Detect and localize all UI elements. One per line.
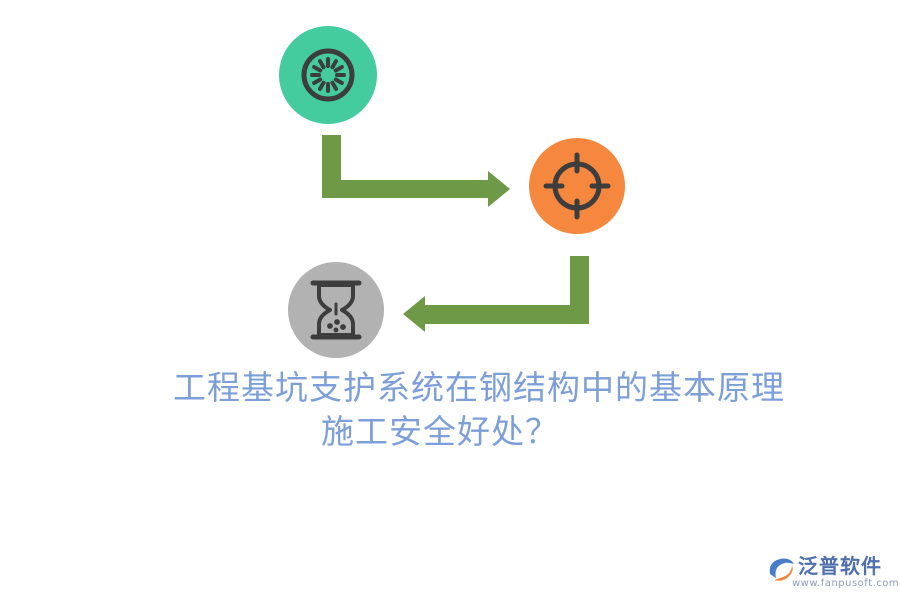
gear-spoke bbox=[312, 65, 323, 73]
hourglass-icon bbox=[310, 280, 362, 340]
node-3 bbox=[288, 262, 384, 358]
gear-spoke bbox=[330, 80, 338, 91]
arrowhead-right-icon bbox=[488, 171, 510, 207]
brand-watermark: 泛普软件 www.fanpusoft.com bbox=[764, 552, 900, 596]
node-2-circle bbox=[529, 138, 625, 234]
gear-icon bbox=[301, 48, 355, 102]
brand-name: 泛普软件 bbox=[798, 554, 882, 578]
diagram-title: 工程基坑支护系统在钢结构中的基本原理 施工安全好处？ bbox=[0, 366, 900, 454]
node-1 bbox=[279, 26, 377, 124]
brand-url: www.fanpusoft.com bbox=[792, 578, 900, 589]
fanpu-logo-icon bbox=[769, 558, 794, 581]
title-line-1: 工程基坑支护系统在钢结构中的基本原理 bbox=[173, 368, 785, 407]
title-line-2: 施工安全好处？ bbox=[321, 412, 559, 451]
arrowhead-left-icon bbox=[403, 296, 425, 332]
gear-spoke bbox=[333, 65, 344, 73]
gear-spoke bbox=[318, 59, 326, 70]
connector-node1-to-node2 bbox=[322, 135, 510, 207]
node-1-circle bbox=[279, 26, 377, 124]
node-2 bbox=[529, 138, 625, 234]
crosshair-icon bbox=[543, 152, 611, 220]
gear-spoke bbox=[312, 77, 323, 85]
gear-spoke bbox=[333, 77, 344, 85]
gear-spoke bbox=[318, 80, 326, 91]
connector-node2-to-node3 bbox=[403, 256, 589, 332]
gear-spoke bbox=[330, 59, 338, 70]
